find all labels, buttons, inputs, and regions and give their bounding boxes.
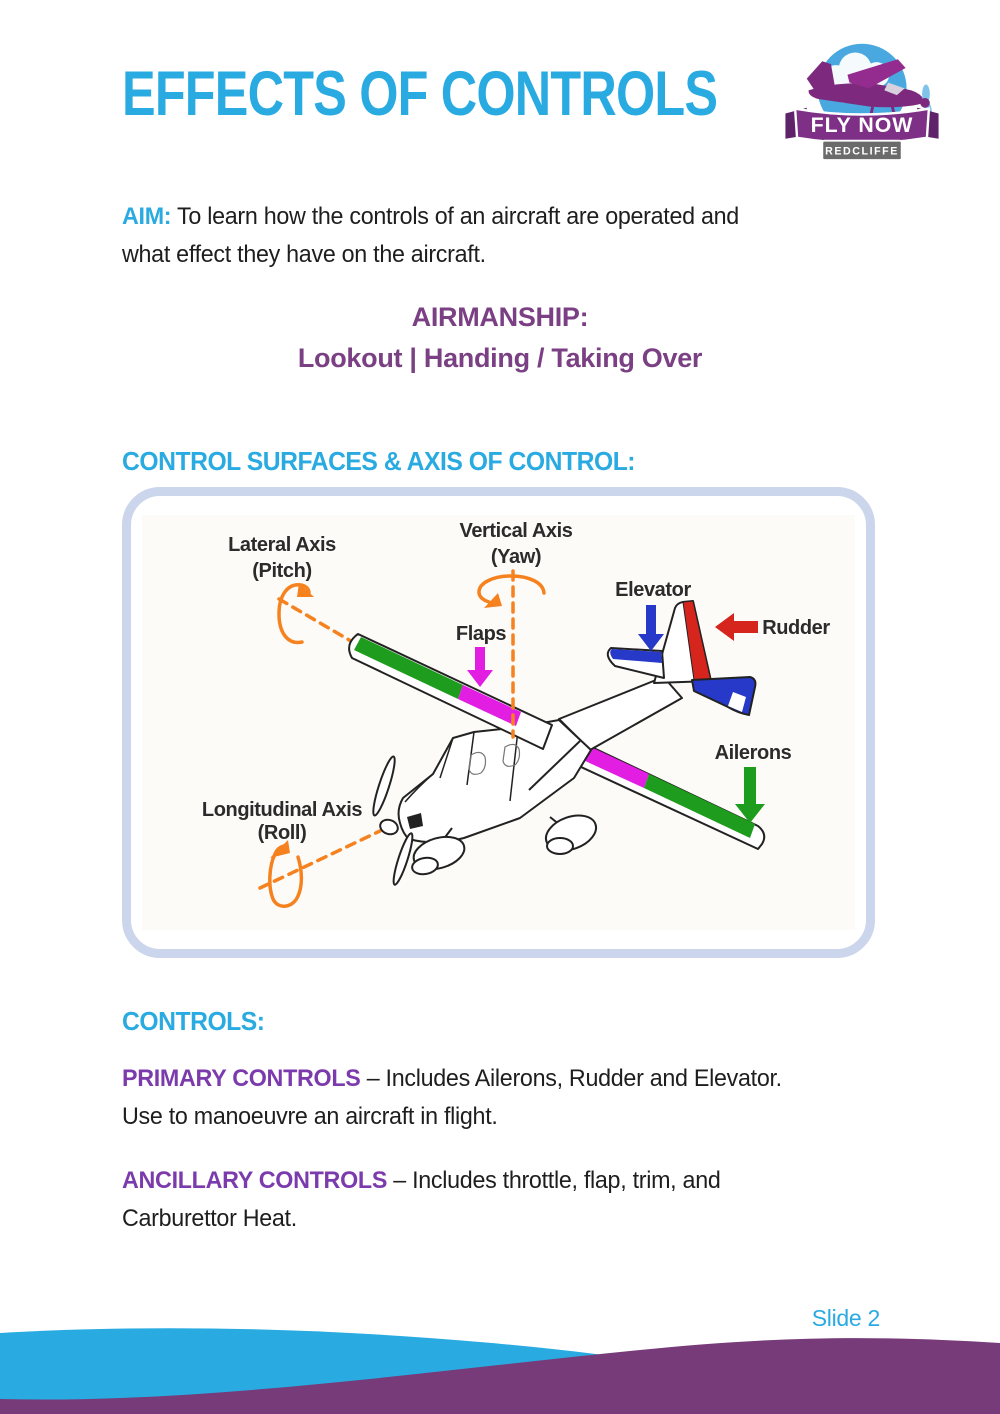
right-aileron-surface	[644, 774, 755, 838]
footer-waves	[0, 1328, 1000, 1414]
left-stabilizer	[606, 647, 665, 679]
aircraft-drawing	[348, 600, 766, 886]
airmanship-block: AIRMANSHIP: Lookout | Handing / Taking O…	[122, 297, 878, 379]
aim-paragraph: AIM: To learn how the controls of an air…	[122, 198, 888, 274]
ancillary-controls-line2: Carburettor Heat.	[122, 1205, 297, 1232]
yaw-label: (Yaw)	[491, 546, 541, 568]
roll-label: (Roll)	[258, 822, 307, 844]
left-elevator-surface	[610, 649, 662, 663]
longitudinal-axis-label: Longitudinal Axis	[202, 799, 363, 821]
slide-number: Slide 2	[811, 1305, 881, 1331]
ancillary-controls-line1: – Includes throttle, flap, trim, and	[393, 1167, 721, 1194]
left-flap-surface	[458, 685, 521, 726]
ailerons-label: Ailerons	[715, 742, 792, 764]
controls-heading: CONTROLS:	[122, 1006, 265, 1036]
longitudinal-axis-dashed-line	[258, 829, 382, 890]
logo-banner: FLY NOW	[785, 107, 939, 145]
primary-controls-line1: – Includes Ailerons, Rudder and Elevator…	[366, 1065, 782, 1092]
pitch-label: (Pitch)	[252, 560, 311, 582]
primary-controls-label: PRIMARY CONTROLS	[122, 1065, 361, 1092]
lateral-axis-dashed-line	[277, 597, 358, 646]
right-stabilizer	[691, 676, 757, 716]
vertical-fin	[653, 600, 712, 684]
left-wing	[348, 633, 553, 750]
ancillary-controls-label: ANCILLARY CONTROLS	[122, 1167, 388, 1194]
page-title: EFFECTS OF CONTROLS	[122, 59, 718, 129]
landing-gear	[411, 814, 598, 876]
flaps-label: Flaps	[456, 623, 507, 645]
flaps-arrow	[467, 647, 493, 687]
airmanship-subtitle: Lookout | Handing / Taking Over	[297, 343, 703, 373]
rudder-label: Rudder	[762, 617, 830, 639]
aim-text-line2: what effect they have on the aircraft.	[122, 241, 486, 268]
engine-intake	[407, 813, 423, 829]
logo-primary-text: FLY NOW	[811, 113, 914, 137]
left-aileron-surface	[354, 637, 463, 699]
pitch-rotation-arrow	[277, 583, 314, 645]
control-surfaces-diagram: Vertical Axis (Yaw) Lateral Axis (Pitch)…	[142, 515, 855, 930]
elevator-arrow	[638, 605, 664, 651]
ailerons-arrow	[735, 767, 765, 823]
rudder-arrow	[715, 613, 758, 641]
flynow-logo: FLY NOW REDCLIFFE	[785, 43, 939, 162]
primary-controls-line2: Use to manoeuvre an aircraft in flight.	[122, 1103, 498, 1130]
propeller	[372, 755, 414, 886]
vertical-axis-label: Vertical Axis	[459, 520, 572, 542]
footer-purple-wave	[0, 1338, 1000, 1414]
aim-text-line1: To learn how the controls of an aircraft…	[177, 203, 739, 230]
elevator-label: Elevator	[615, 579, 691, 601]
logo-secondary-text: REDCLIFFE	[825, 146, 899, 158]
ancillary-controls-paragraph: ANCILLARY CONTROLS – Includes throttle, …	[122, 1162, 898, 1238]
airmanship-title: AIRMANSHIP:	[411, 302, 589, 332]
primary-controls-paragraph: PRIMARY CONTROLS – Includes Ailerons, Ru…	[122, 1060, 898, 1136]
lateral-axis-label: Lateral Axis	[228, 534, 336, 556]
roll-rotation-arrow	[268, 840, 304, 908]
aim-label: AIM:	[122, 203, 172, 230]
yaw-rotation-arrow	[477, 574, 546, 608]
control-surfaces-heading: CONTROL SURFACES & AXIS OF CONTROL:	[122, 446, 636, 476]
logo-plate: REDCLIFFE	[821, 139, 903, 162]
